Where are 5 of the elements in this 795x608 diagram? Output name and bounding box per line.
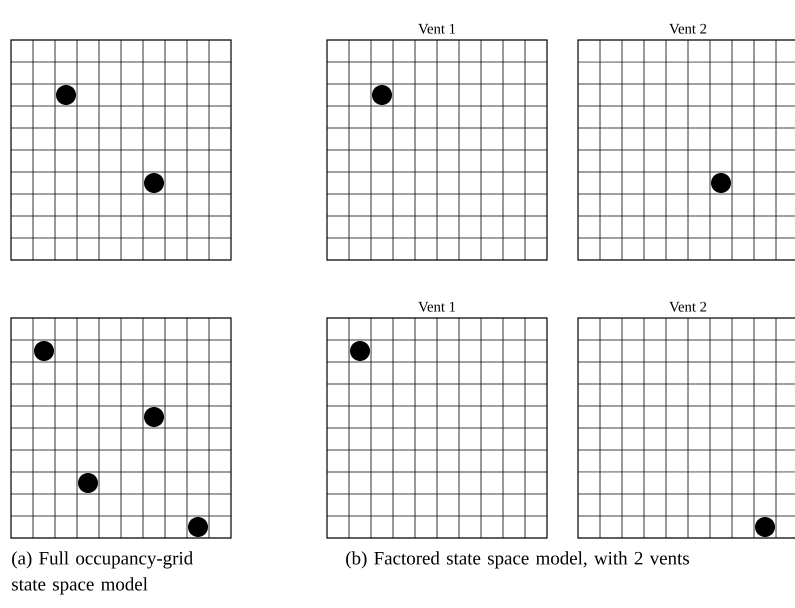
grid-title: Vent 1 (418, 302, 456, 312)
grid-title: Vent 2 (669, 302, 706, 312)
grid-title: Vent 2 (669, 24, 706, 34)
grid-title: Vent 1 (418, 24, 456, 34)
caption: (b) Factored state space model, with 2 vents (346, 551, 689, 568)
